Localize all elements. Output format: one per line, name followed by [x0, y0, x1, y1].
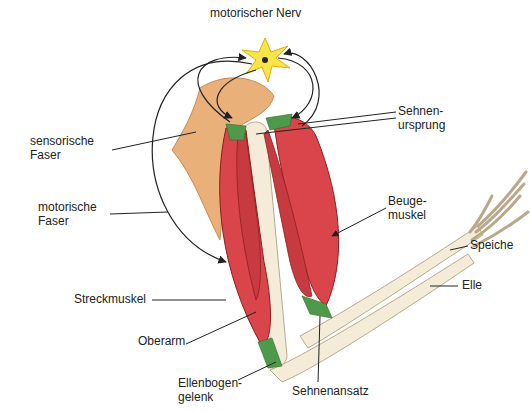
neuron-nucleus: [262, 57, 268, 63]
part-label: Elle: [462, 278, 482, 292]
part-label: motorischer Nerv: [210, 6, 301, 20]
motor-neuron: [242, 38, 290, 82]
part-label: sensorische Faser: [30, 134, 102, 162]
part-label: Sehnen- ursprung: [398, 104, 456, 132]
tendon: [226, 114, 332, 368]
part-label: Beuge- muskel: [388, 194, 436, 222]
extensor-muscle-head: [237, 134, 261, 300]
extensor-muscle: [220, 128, 271, 346]
part-label: motorische Faser: [38, 200, 108, 228]
leader-line: [110, 112, 468, 382]
nerve-fibre: [152, 53, 319, 262]
part-label: Streckmuskel: [74, 292, 146, 306]
part-label: Ellenbogen- gelenk: [178, 376, 252, 404]
hand: [470, 172, 528, 246]
flexor-muscle-head: [264, 130, 312, 297]
part-label: Oberarm: [138, 334, 185, 348]
part-label: Sehnenansatz: [292, 384, 369, 398]
part-label: Speiche: [470, 238, 513, 252]
